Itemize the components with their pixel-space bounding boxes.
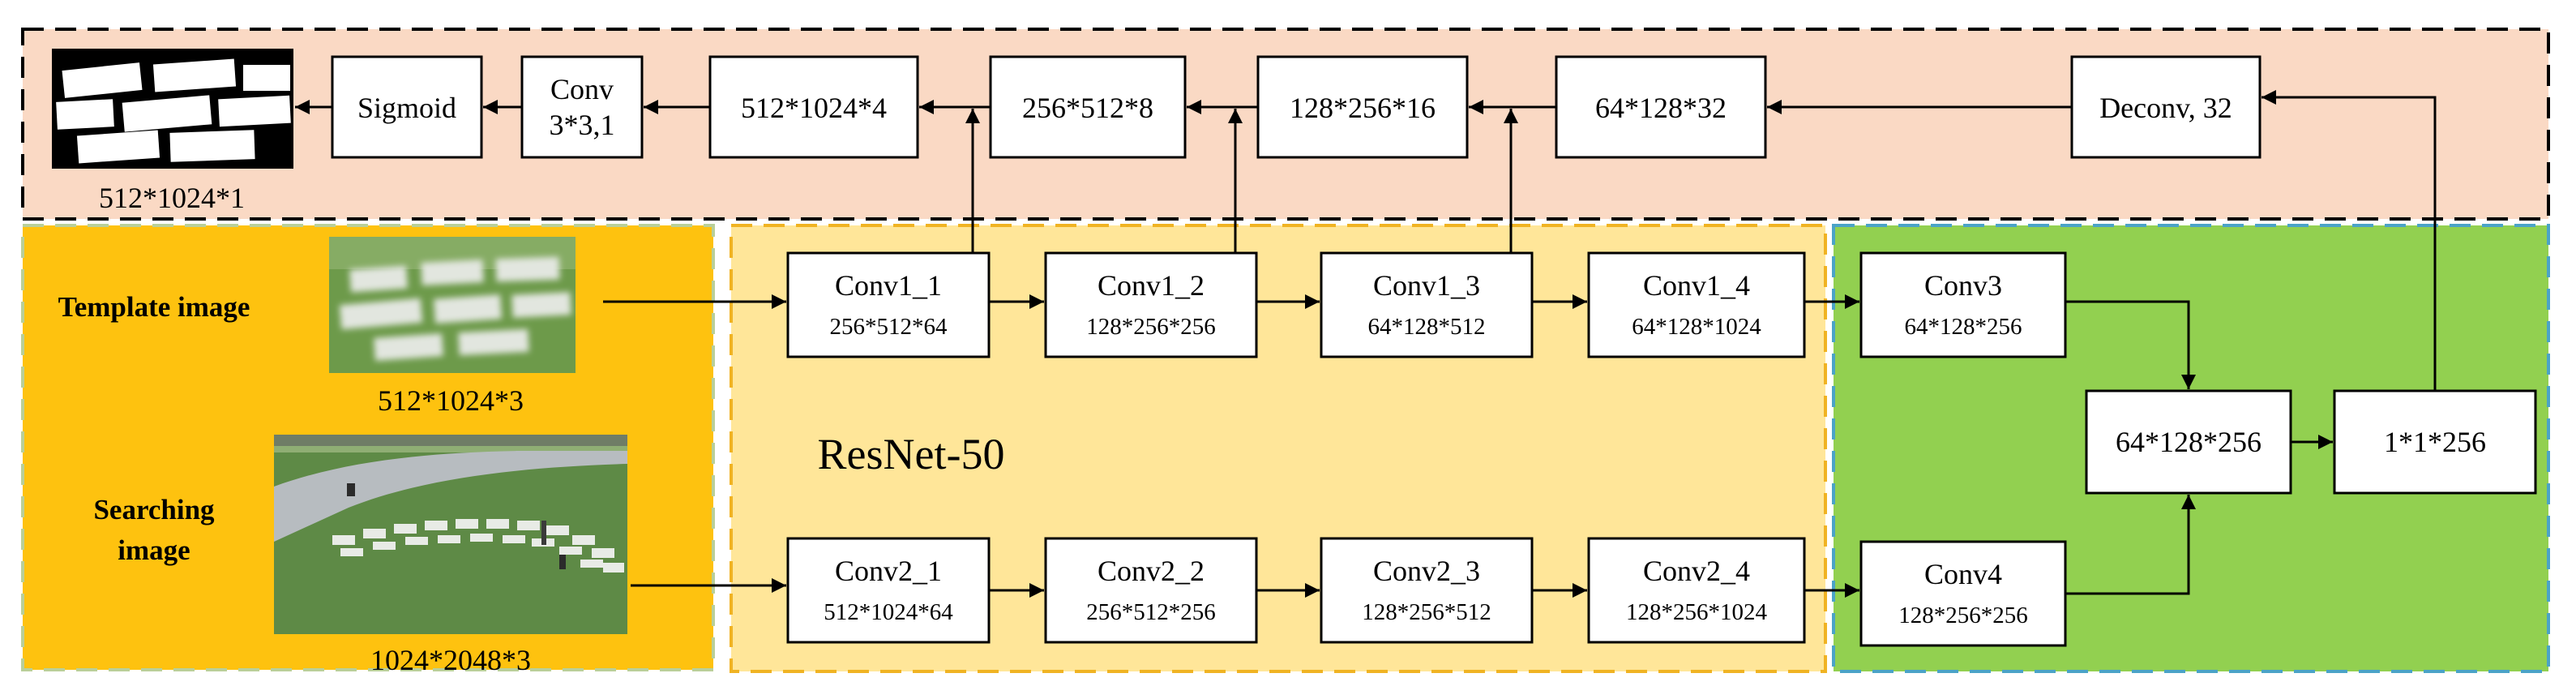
arrow-conv3-to-merge: [2065, 300, 2196, 389]
decoder-feature-3-box: [1256, 55, 1469, 159]
conv2-4-name: Conv2_4: [1643, 555, 1750, 587]
conv2-2-name: Conv2_2: [1098, 555, 1205, 587]
pooled-label: 1*1*256: [2384, 426, 2486, 458]
decoder-feature-4-box: [1555, 55, 1767, 159]
conv3-name: Conv3: [1924, 269, 2002, 302]
conv4-size: 128*256*256: [1898, 603, 2028, 628]
conv2-3-size: 128*256*512: [1362, 599, 1491, 625]
searching-image-label-2: image: [118, 534, 190, 566]
decoder-feature-2-box: [989, 55, 1187, 159]
conv1-2-name: Conv1_2: [1098, 269, 1205, 302]
conv1-1-box: [786, 251, 991, 358]
template-image-label: Template image: [58, 291, 250, 323]
conv2-1-box: [786, 537, 991, 644]
searching-size-label: 1024*2048*3: [370, 644, 531, 676]
conv1-1-size: 256*512*64: [830, 314, 948, 340]
conv2-3-box: [1320, 537, 1534, 644]
decoder-feature-3-label: 128*256*16: [1290, 92, 1436, 124]
arrow-conv4-to-merge: [2065, 495, 2196, 595]
template-size-label: 512*1024*3: [378, 384, 524, 417]
decoder-feature-4-label: 64*128*32: [1595, 92, 1727, 124]
deconv-label: Deconv, 32: [2099, 92, 2232, 124]
conv1-1-name: Conv1_1: [835, 269, 942, 302]
merge-label: 64*128*256: [2116, 426, 2261, 458]
conv1-4-box: [1587, 251, 1806, 358]
final-conv-box: [520, 55, 644, 159]
arrow-pooled-to-deconv: [2261, 90, 2437, 391]
conv1-3-name: Conv1_3: [1373, 269, 1480, 302]
resnet-label: ResNet-50: [818, 430, 1005, 478]
sigmoid-label: Sigmoid: [357, 92, 456, 124]
conv1-2-size: 128*256*256: [1086, 314, 1216, 340]
conv1-2-box: [1044, 251, 1258, 358]
conv2-4-box: [1587, 537, 1806, 644]
output-mask-image: [52, 49, 293, 169]
decoder-feature-2-label: 256*512*8: [1022, 92, 1153, 124]
final-conv-label-2: 3*3,1: [550, 109, 615, 141]
conv2-2-size: 256*512*256: [1086, 599, 1216, 625]
conv4-name: Conv4: [1924, 558, 2002, 590]
conv2-4-size: 128*256*1024: [1626, 599, 1768, 625]
conv1-4-size: 64*128*1024: [1632, 314, 1761, 340]
conv2-1-size: 512*1024*64: [824, 599, 953, 625]
deconv-box: [2070, 55, 2261, 159]
template-image: [329, 237, 576, 373]
conv2-1-name: Conv2_1: [835, 555, 942, 587]
decoder-feature-1-label: 512*1024*4: [741, 92, 887, 124]
conv2-3-name: Conv2_3: [1373, 555, 1480, 587]
output-size-label: 512*1024*1: [99, 182, 245, 214]
conv1-4-name: Conv1_4: [1643, 269, 1750, 302]
conv3-size: 64*128*256: [1905, 314, 2022, 340]
searching-image: [274, 435, 627, 634]
conv1-3-box: [1320, 251, 1534, 358]
conv3-box: [1859, 251, 2067, 358]
searching-image-label-1: Searching: [93, 494, 215, 525]
conv2-2-box: [1044, 537, 1258, 644]
conv1-3-size: 64*128*512: [1368, 314, 1486, 340]
final-conv-label-1: Conv: [550, 73, 614, 105]
